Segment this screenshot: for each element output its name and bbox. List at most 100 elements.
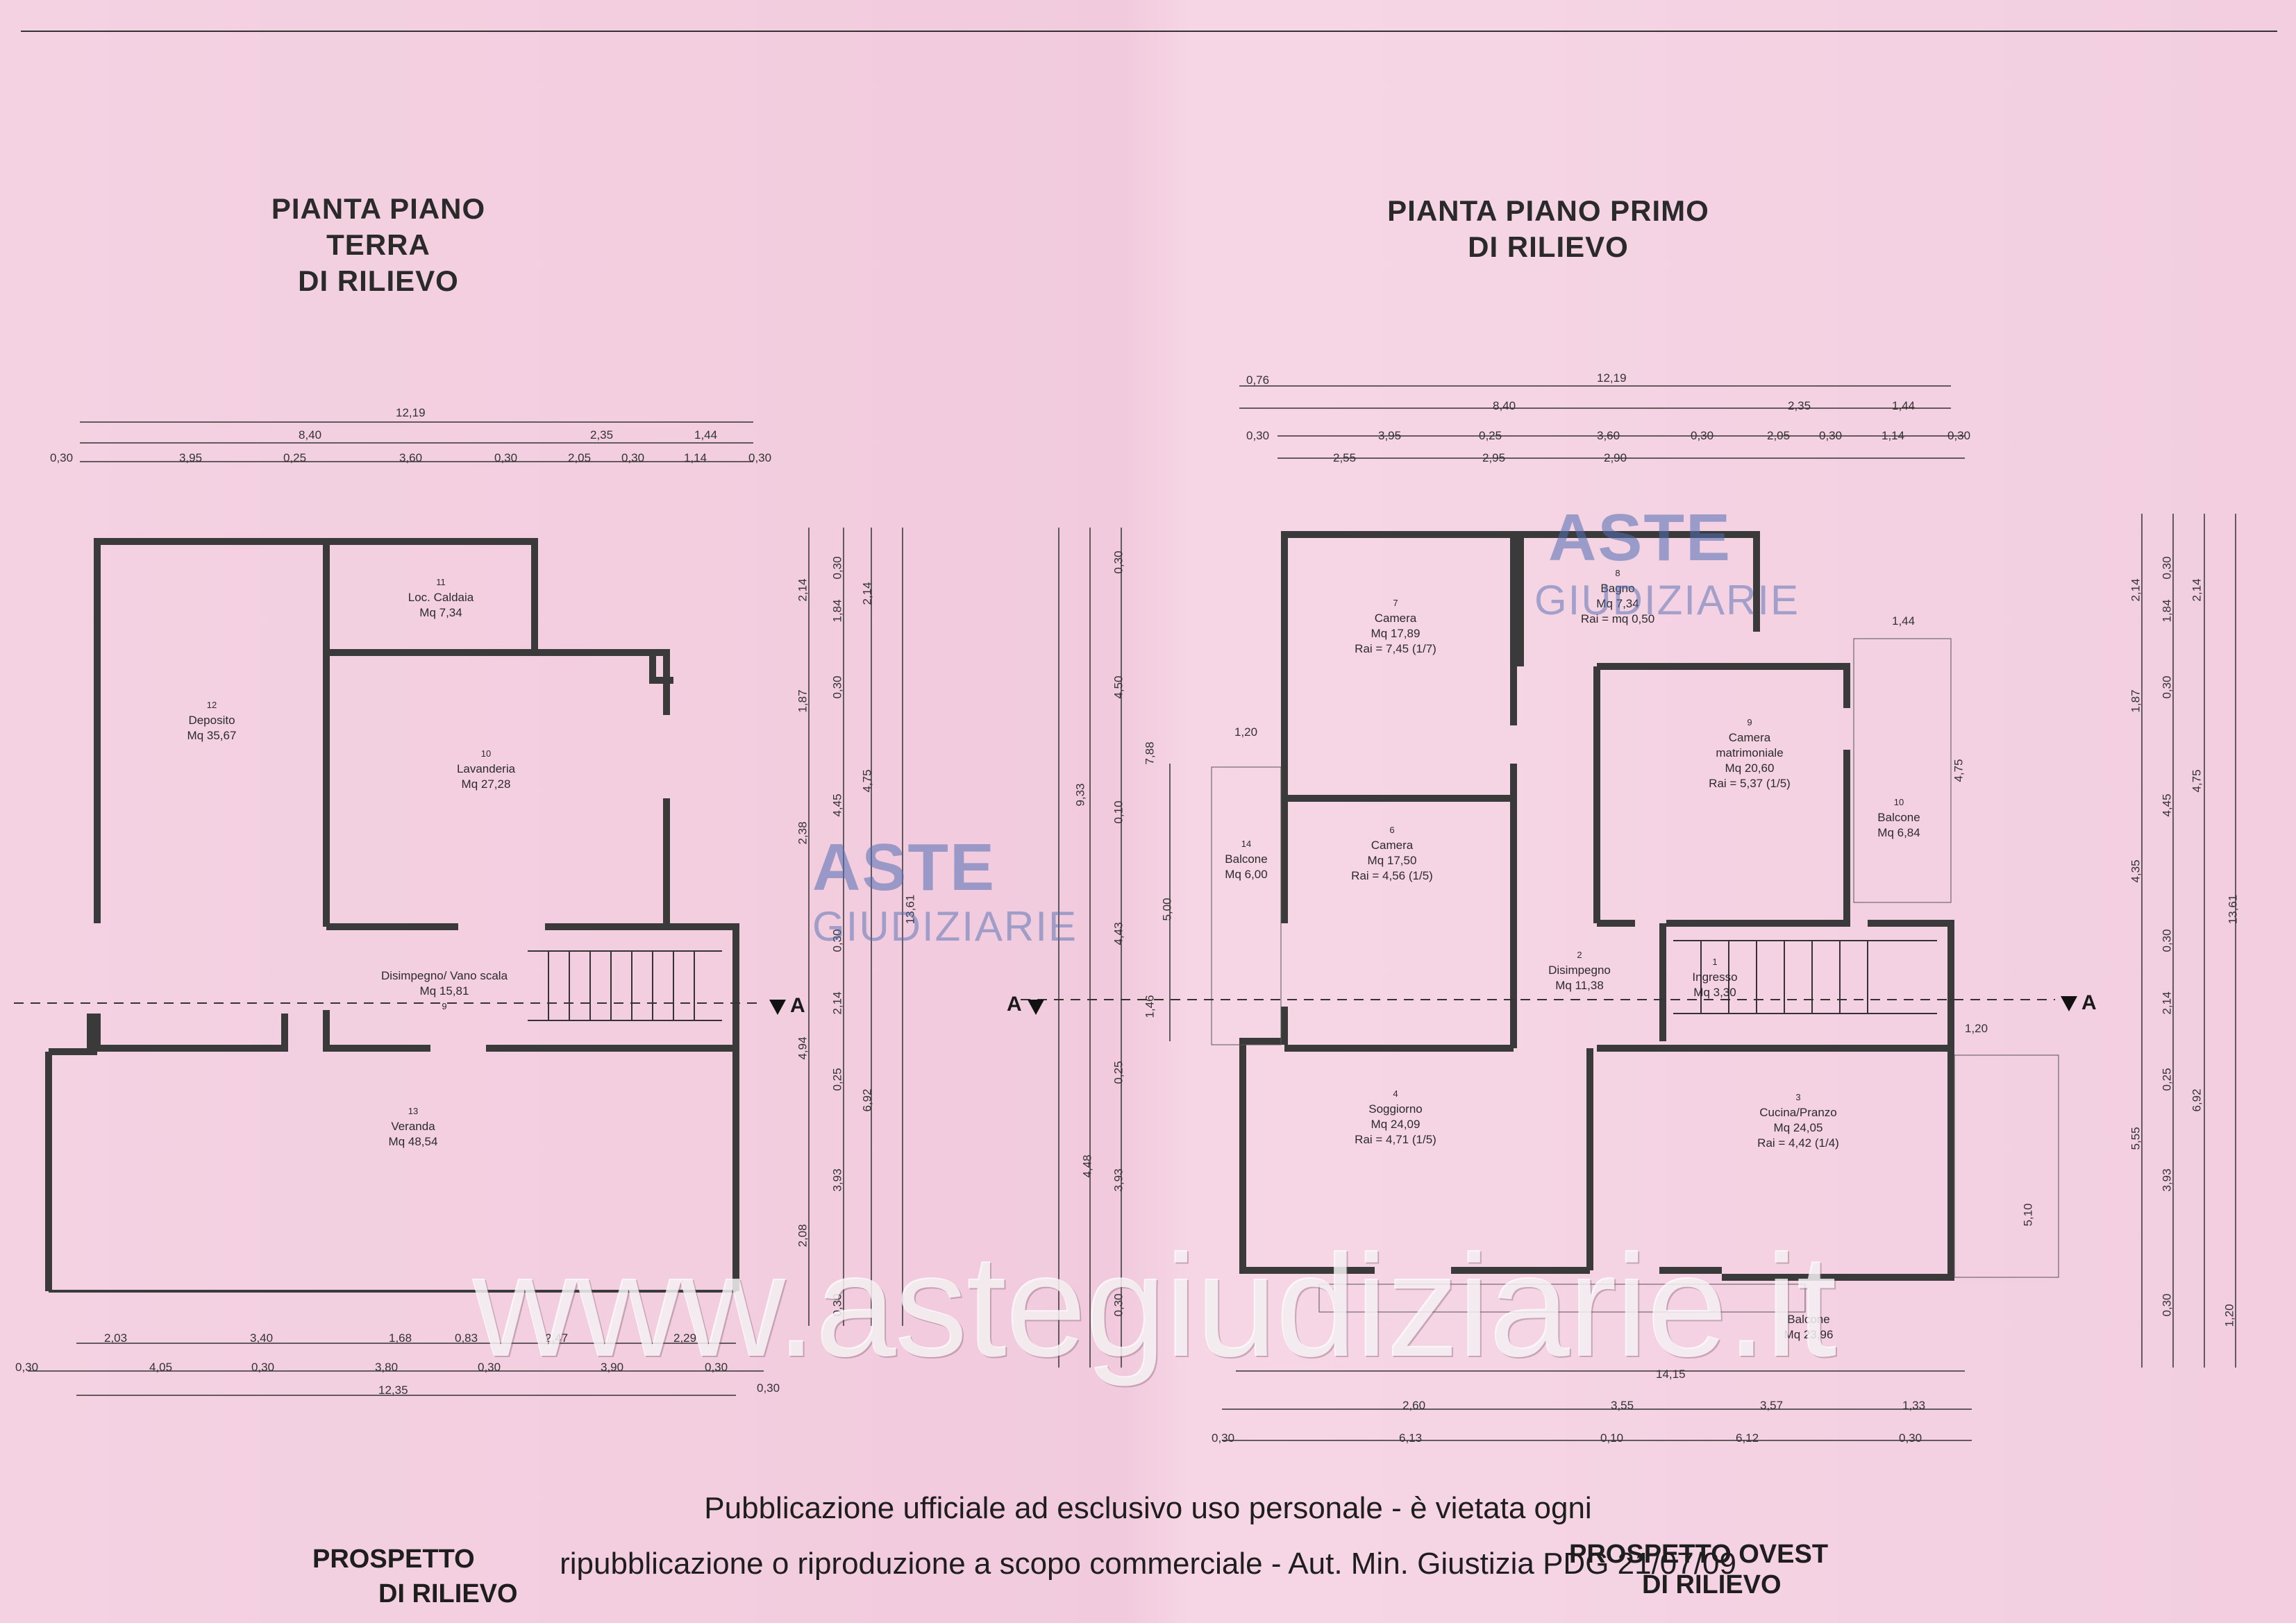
first-bot-r3-2: 0,10 [1600,1431,1624,1445]
ground-bot-r1-3: 0,83 [455,1331,478,1345]
room-balcone-bottom: Balcone Mq 23,96 [1767,1312,1850,1343]
prospetto-right-sub: DI RILIEVO [1642,1570,1782,1600]
room-cucina-num: 3 [1795,1092,1801,1102]
first-right-c3-0: 2,14 [2190,578,2204,602]
room-ingresso-area: Mq 3,30 [1693,986,1736,999]
first-right-c3-2: 6,92 [2190,1088,2204,1112]
watermark-logo-center: ASTE [812,830,996,905]
first-right-c1-3: 5,55 [2129,1127,2143,1150]
ground-dim-total: 12,19 [396,406,426,419]
room-disimpegno-primo-name: Disimpegno [1548,964,1611,977]
room-cucina-pranzo: 3 Cucina/Pranzo Mq 24,05 Rai = 4,42 (1/4… [1743,1090,1854,1151]
first-left-120: 1,20 [1234,725,1258,739]
publication-notice-line2: ripubblicazione o riproduzione a scopo c… [560,1547,1736,1581]
room-camera-7: 7 Camera Mq 17,89 Rai = 7,45 (1/7) [1347,596,1444,657]
first-bot-r3-3: 6,12 [1736,1431,1759,1445]
first-bot-r1-0: 14,15 [1656,1368,1686,1381]
room-bagno-area: Mq 7,34 [1596,597,1639,610]
first-left-c1-2: 0,10 [1112,800,1125,824]
first-dim-r1-2: 1,44 [1892,399,1916,412]
ground-dim-r3-0: 0,30 [50,451,74,464]
first-right-side-2: 1,20 [1965,1022,1988,1035]
room-bagno-name: Bagno [1600,582,1635,595]
room-ingresso: 1 Ingresso Mq 3,30 [1677,955,1753,1000]
first-right-c2-1: 1,84 [2160,599,2174,623]
ground-right-c2-5: 2,14 [830,991,844,1015]
prospetto-right-line2: DI RILIEVO [1642,1570,1782,1599]
first-right-c2-5: 2,14 [2160,991,2174,1015]
first-dim-r1-0: 8,40 [1493,399,1516,412]
room-balcone-left-num: 14 [1241,839,1252,849]
ground-title-line2: DI RILIEVO [298,264,459,297]
room-soggiorno-name: Soggiorno [1368,1102,1423,1116]
ground-dim-r3-2: 0,25 [283,451,307,464]
ground-bot-r2-4: 0,30 [478,1361,501,1374]
room-disimpegno-primo-area: Mq 11,38 [1555,979,1604,992]
first-right-c1-1: 1,87 [2129,689,2143,713]
ground-bot-r1-5: 2,29 [673,1331,697,1345]
ground-dim-r3-1: 3,95 [179,451,203,464]
first-dim-r2-4: 0,30 [1691,429,1714,442]
first-bot-r2-3: 1,33 [1902,1399,1926,1412]
prospetto-left-line2: DI RILIEVO [378,1579,518,1608]
room-balcone-bottom-area: Mq 23,96 [1784,1328,1834,1341]
ground-right-c2-6: 0,25 [830,1068,844,1091]
room-ingresso-name: Ingresso [1692,970,1738,984]
room-ingresso-num: 1 [1712,957,1718,967]
ground-dim-r3-6: 0,30 [621,451,645,464]
room-disimpegno-terra: Disimpegno/ Vano scala Mq 15,81 9 [361,968,528,1014]
first-dim-r2-2: 0,25 [1479,429,1502,442]
ground-dim-r2-0: 8,40 [299,428,322,442]
room-camera-matrimoniale: 9 Camera matrimoniale Mq 20,60 Rai = 5,3… [1694,715,1805,791]
prospetto-left-sub: DI RILIEVO [378,1579,518,1609]
section-mark-a-first-right: A [2081,991,2097,1014]
room-cucina-name: Cucina/Pranzo [1759,1106,1837,1119]
room-disimpegno-primo: 2 Disimpegno Mq 11,38 [1534,948,1625,993]
ground-dim-r3-7: 1,14 [684,451,707,464]
room-balcone-right-name: Balcone [1877,811,1920,824]
room-soggiorno-rai: Rai = 4,71 (1/5) [1355,1133,1436,1146]
room-matrimoniale-area: Mq 20,60 [1725,762,1775,775]
room-bagno: 8 Bagno Mq 7,34 Rai = mq 0,50 [1576,566,1659,627]
ground-right-c1-2: 2,38 [796,821,810,845]
room-lavanderia-name: Lavanderia [456,762,516,775]
room-matrimoniale-name2: matrimoniale [1716,746,1784,759]
room-bagno-num: 8 [1615,568,1620,578]
prospetto-left-title: PROSPETTO [312,1545,475,1574]
ground-bot-r2-2: 0,30 [251,1361,275,1374]
room-camera-7-num: 7 [1393,598,1398,608]
first-left-c1-6: 4,48 [1080,1154,1094,1178]
first-right-c1-4: 0,30 [2160,1293,2174,1317]
room-soggiorno-area: Mq 24,09 [1371,1118,1421,1131]
first-bot-r2-2: 3,57 [1760,1399,1784,1412]
first-right-c1-2: 4,35 [2129,859,2143,883]
ground-dim-r3-3: 3,60 [399,451,423,464]
first-right-c2-0: 0,30 [2160,556,2174,580]
first-dim-r2-6: 0,30 [1819,429,1843,442]
first-bot-r3-4: 0,30 [1899,1431,1922,1445]
ground-bot-total: 12,35 [378,1384,408,1397]
ground-right-c1-1: 1,87 [796,689,810,713]
room-lavanderia-area: Mq 27,28 [461,777,511,791]
ground-right-c2-3: 4,45 [830,793,844,817]
room-cucina-area: Mq 24,05 [1773,1121,1823,1134]
first-dim-r2-3: 3,60 [1597,429,1620,442]
watermark-logo-top: ASTE [1548,501,1732,575]
first-left-c2-2: 5,00 [1160,898,1174,921]
first-right-side-0: 1,44 [1892,614,1916,628]
ground-right-c2-1: 1,84 [830,599,844,623]
ground-right-c2-0: 0,30 [830,556,844,580]
room-soggiorno-num: 4 [1393,1088,1398,1099]
first-bot-r2-0: 2,60 [1402,1399,1426,1412]
first-left-c1-0: 0,30 [1112,550,1125,574]
room-balcone-left-name: Balcone [1225,852,1268,866]
room-balcone-right: 10 Balcone Mq 6,84 [1861,795,1937,841]
first-dim-r2-0: 0,30 [1246,429,1270,442]
first-right-side-1: 4,75 [1952,759,1966,782]
ground-right-c3-2: 6,92 [860,1088,874,1112]
room-deposito-num: 12 [206,700,217,710]
room-disimpegno-primo-num: 2 [1577,950,1582,960]
room-deposito-name: Deposito [188,714,235,727]
